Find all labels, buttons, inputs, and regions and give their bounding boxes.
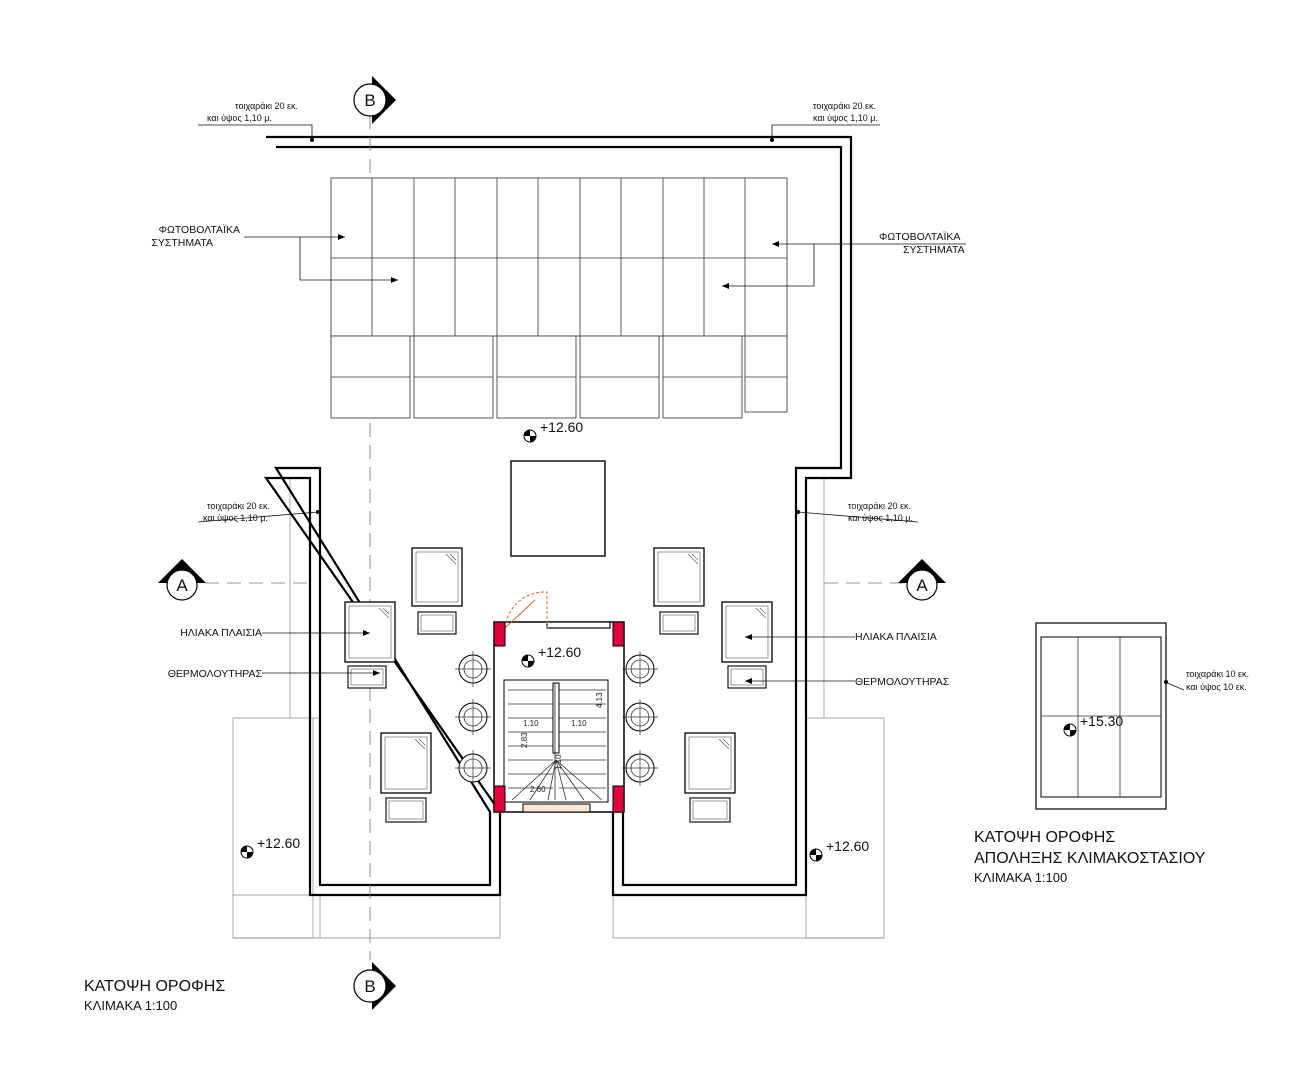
svg-text:B: B — [364, 91, 375, 110]
solar-collectors — [344, 547, 773, 823]
water-heater-tank — [347, 665, 387, 689]
water-heater-tank — [385, 797, 427, 823]
parapet-note-mr-2: και ύψος 1,10 μ. — [848, 513, 913, 523]
parapet-note-mr-1: τοιχαράκι 20 εκ. — [848, 501, 911, 511]
solar-collector — [411, 547, 463, 607]
pv-label-right-1: ΦΩΤΟΒΟΛΤΑΪΚΑ — [879, 231, 960, 243]
pv-label-left-1: ΦΩΤΟΒΟΛΤΑΪΚΑ — [159, 224, 240, 236]
stair-title-1: ΚΑΤΟΨΗ ΟΡΟΦΗΣ — [974, 829, 1115, 846]
svg-text:+12.60: +12.60 — [538, 644, 581, 660]
svg-text:+12.60: +12.60 — [540, 419, 583, 435]
roof-opening — [510, 460, 606, 557]
vent-icon — [622, 651, 658, 687]
stair-scale: ΚΛΙΜΑΚΑ 1:100 — [974, 870, 1067, 885]
section-marker-b-bottom: B — [353, 962, 396, 1010]
svg-text:A: A — [916, 576, 928, 595]
main-title: ΚΑΤΟΨΗ ΟΡΟΦΗΣ — [84, 978, 225, 995]
solar-collector — [344, 601, 396, 663]
parapet-note-ml-2: και ύψος 1,10 μ. — [203, 513, 268, 523]
water-heater-tank — [417, 611, 457, 635]
section-marker-a-right: A — [898, 559, 946, 601]
stair-title-2: ΑΠΟΛΗΞΗΣ ΚΛΙΜΑΚΟΣΤΑΣΙΟΥ — [974, 850, 1206, 867]
solar-label-left: ΗΛΙΑΚΑ ΠΛΑΙΣΙΑ — [180, 627, 262, 639]
main-scale: ΚΛΙΜΑΚΑ 1:100 — [84, 998, 177, 1013]
vent-icon — [455, 651, 491, 687]
vent-icon — [455, 750, 491, 786]
water-heater-tank — [689, 797, 731, 823]
parapet-note-tr-2: και ύψος 1,10 μ. — [813, 113, 878, 123]
svg-text:+12.60: +12.60 — [826, 838, 869, 854]
parapet-note-stair-1: τοιχαράκι 10 εκ. — [1186, 669, 1249, 679]
section-marker-a-left: A — [158, 559, 206, 601]
roof-parapet-wall — [263, 135, 853, 897]
level-marker: +12.60 — [809, 838, 869, 862]
column — [493, 785, 506, 813]
column — [612, 621, 625, 647]
svg-text:1.10: 1.10 — [571, 719, 587, 728]
column — [493, 621, 506, 647]
level-marker: +15.30 — [1063, 713, 1123, 737]
svg-text:+12.60: +12.60 — [257, 835, 300, 851]
parapet-note-tl-2: και ύψος 1,10 μ. — [207, 113, 272, 123]
svg-text:B: B — [364, 977, 375, 996]
column — [612, 785, 625, 813]
svg-text:2.60: 2.60 — [530, 785, 546, 794]
svg-text:4.13: 4.13 — [595, 692, 604, 708]
water-heater-tank — [727, 665, 767, 689]
roof-vents — [455, 651, 658, 786]
svg-text:1.10: 1.10 — [523, 719, 539, 728]
level-markers: +12.60 +12.60 +12.60 +12.60 +15.30 — [240, 419, 1123, 862]
leader-lines — [197, 124, 1185, 691]
photovoltaic-array — [330, 177, 788, 419]
pv-label-right-2: ΣΥΣΤΗΜΑΤΑ — [903, 244, 965, 256]
solar-collector — [684, 732, 736, 794]
vent-icon — [455, 699, 491, 735]
section-marker-b-top: B — [353, 76, 396, 124]
svg-text:2.83: 2.83 — [520, 732, 529, 748]
solar-collector — [653, 547, 705, 607]
svg-text:1.10: 1.10 — [554, 754, 563, 770]
vent-icon — [622, 699, 658, 735]
solar-label-right: ΗΛΙΑΚΑ ΠΛΑΙΣΙΑ — [855, 631, 937, 643]
stair-core — [493, 591, 625, 813]
parapet-note-tr-1: τοιχαράκι 20 εκ. — [813, 101, 876, 111]
svg-text:+15.30: +15.30 — [1080, 713, 1123, 729]
parapet-note-tl-1: τοιχαράκι 20 εκ. — [235, 101, 298, 111]
solar-collector — [721, 601, 773, 663]
heater-label-right: ΘΕΡΜΟΛΟΥΤΗΡΑΣ — [855, 676, 950, 688]
svg-text:A: A — [176, 576, 188, 595]
level-marker: +12.60 — [240, 835, 300, 859]
vent-icon — [622, 750, 658, 786]
stair-roof-plan — [1035, 622, 1168, 810]
parapet-note-stair-2: και ύψος 10 εκ. — [1186, 682, 1247, 692]
water-heater-tank — [659, 611, 699, 635]
level-marker: +12.60 — [521, 644, 581, 668]
parapet-note-ml-1: τοιχαράκι 20 εκ. — [207, 501, 270, 511]
level-marker: +12.60 — [523, 419, 583, 443]
pv-label-left-2: ΣΥΣΤΗΜΑΤΑ — [151, 237, 213, 249]
heater-label-left: ΘΕΡΜΟΛΟΥΤΗΡΑΣ — [168, 668, 263, 680]
solar-collector — [380, 732, 432, 794]
